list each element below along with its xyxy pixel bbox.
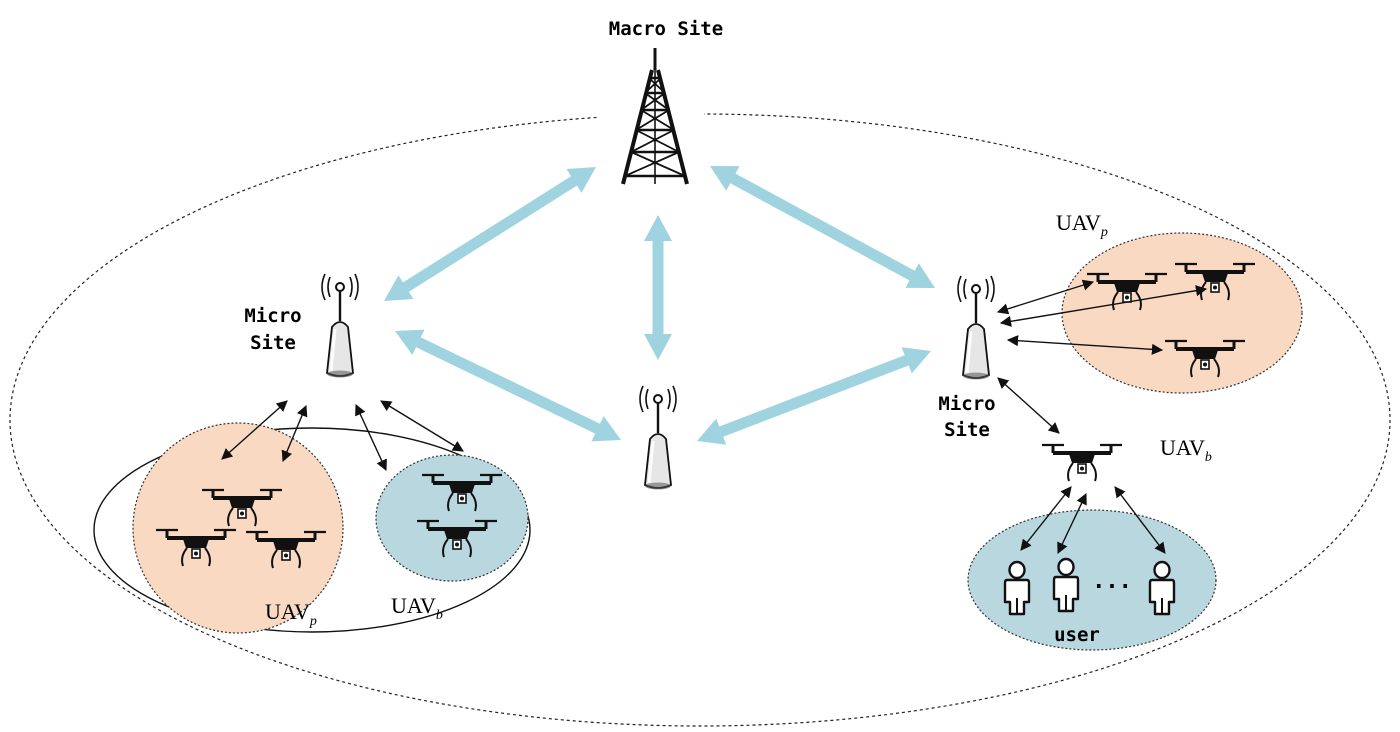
micro-site-right-label-2: Site	[944, 419, 990, 441]
backhaul-arrowhead	[566, 167, 596, 193]
user-label: user	[1054, 624, 1100, 646]
uav-b-right-label: UAVb	[1160, 435, 1212, 465]
coverage-area-ellipse	[9, 113, 1391, 727]
access-link	[1114, 486, 1166, 554]
backhaul-arrowhead	[384, 275, 414, 301]
micro-antenna-icon	[638, 384, 678, 491]
backhaul-arrowhead	[591, 416, 621, 442]
uav-p-right-label: UAVp	[1056, 210, 1108, 240]
backhaul-links	[384, 166, 935, 445]
access-links	[221, 279, 1208, 555]
backhaul-arrowhead	[395, 329, 425, 355]
micro-antenna-icon	[956, 274, 996, 381]
backhaul-link	[717, 354, 911, 438]
access-link	[997, 377, 1060, 434]
backhaul-link	[414, 336, 602, 435]
access-link	[221, 400, 288, 460]
access-link	[1057, 492, 1087, 555]
user-ellipsis: ···	[1092, 575, 1132, 600]
backhaul-arrowhead	[697, 418, 727, 445]
backhaul-link	[728, 172, 917, 282]
micro-antenna-icon	[320, 272, 360, 379]
access-link	[281, 404, 308, 463]
backhaul-arrowhead	[905, 263, 935, 288]
macro-tower-icon	[621, 48, 689, 185]
access-link	[355, 403, 387, 472]
uav-p-left-label: UAVp	[265, 599, 317, 629]
micro-site-left-label-2: Site	[250, 332, 296, 354]
uav-p-group-left	[132, 422, 344, 634]
backhaul-arrowhead	[901, 347, 931, 374]
macro-site-label: Macro Site	[609, 18, 723, 40]
left-uav-group-ellipse	[93, 427, 531, 633]
uav-b-left-label: UAVb	[391, 593, 443, 623]
micro-site-left-label-1: Micro	[244, 305, 301, 327]
backhaul-link	[401, 175, 579, 293]
backhaul-arrowhead	[710, 166, 740, 191]
uav-b-group-left	[375, 454, 529, 582]
backhaul-arrowhead	[644, 215, 672, 241]
access-link	[380, 400, 464, 452]
micro-site-right-label-1: Micro	[938, 393, 995, 415]
uav-p-group-right	[1061, 232, 1303, 394]
access-link	[1006, 335, 1164, 355]
backhaul-arrowhead	[644, 334, 672, 360]
drone-icon	[1040, 443, 1124, 483]
access-link	[999, 285, 1208, 327]
